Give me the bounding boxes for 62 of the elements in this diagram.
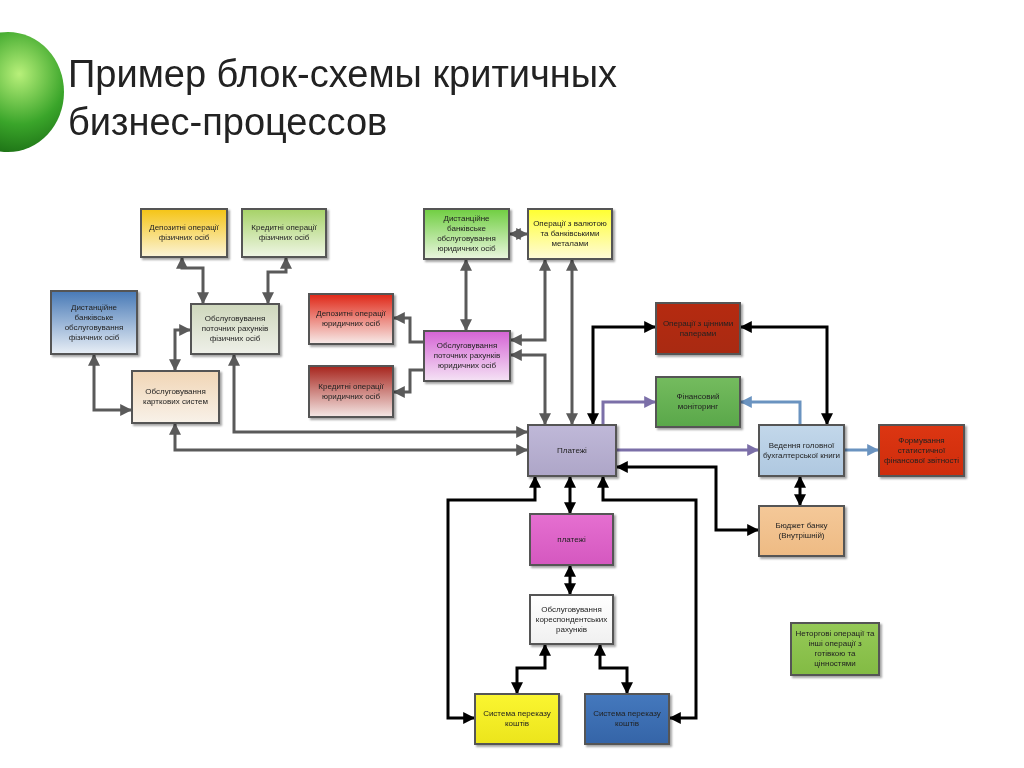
process-box [308, 293, 394, 345]
process-box [527, 424, 617, 477]
process-box [655, 302, 741, 355]
connector-arrow [794, 475, 806, 507]
process-box [131, 370, 220, 424]
connector-arrow [587, 321, 657, 426]
slide-title: Пример блок-схемы критичных бизнес-процессов [68, 52, 619, 145]
connector-arrow [564, 564, 576, 596]
process-box [790, 622, 880, 676]
box-label: Дистанційне банківське обслуговування юридичних осіб [436, 214, 497, 254]
process-box [241, 208, 327, 258]
process-box [474, 693, 560, 745]
connector-arrow [446, 475, 541, 724]
connector-arrow [176, 256, 209, 305]
box-label: Обслуговування карткових систем [141, 387, 209, 407]
box-label: Кредитні операції юридичних осіб [317, 381, 385, 402]
connector-arrow [460, 258, 472, 332]
connector-arrow [594, 643, 633, 695]
connector-arrow [511, 643, 551, 695]
box-label: Депозитні операції фізичних осіб [148, 223, 220, 243]
process-box [50, 290, 138, 355]
process-box [423, 330, 511, 382]
process-box [190, 303, 280, 355]
box-label: Операції з валютою та банківськими металами [532, 219, 608, 249]
connector-arrow [617, 444, 760, 456]
box-label: Бюджет банку (Внутрішній) [774, 521, 829, 541]
box-label: Система переказу коштів [592, 709, 662, 729]
box-label: Депозитні операції юридичних осіб [315, 309, 387, 329]
box-label: Кредитні операції фізичних осіб [250, 223, 318, 243]
box-label: Обслуговування поточних рахунків фізичних осіб [200, 314, 270, 344]
process-box [655, 376, 741, 428]
box-label: Формування статистичної фінансової звітності [883, 435, 960, 466]
connector-arrow [228, 353, 529, 438]
box-label: платежі [557, 534, 586, 545]
connector-arrow [564, 475, 576, 515]
box-label: Обслуговування кореспондентських рахунків [534, 604, 609, 635]
box-label: Фінансовий моніторинг [675, 392, 721, 412]
connector-arrow [601, 396, 657, 424]
box-label: Операції з цінними паперами [661, 318, 735, 339]
connector-arrow [845, 444, 880, 456]
process-box [529, 513, 614, 566]
box-label: Дистанційне банківське обслуговування фізичних осіб [63, 302, 125, 343]
process-box [758, 505, 845, 557]
process-box [584, 693, 670, 745]
connector-arrow [169, 324, 192, 372]
box-label: Платежі [557, 445, 587, 456]
process-box [423, 208, 510, 260]
process-box [758, 424, 845, 477]
connector-arrow [262, 256, 292, 305]
process-box [140, 208, 228, 258]
connector-arrow [169, 422, 529, 456]
connector-arrow [597, 475, 698, 724]
process-box [527, 208, 613, 260]
connector-arrow [88, 353, 133, 416]
box-label: Система переказу коштів [482, 709, 552, 729]
connector-arrow [566, 258, 578, 426]
box-label: Ведення головної бухгалтерської книги [762, 440, 841, 461]
process-box [878, 424, 965, 477]
box-label: Обслуговування поточних рахунків юридичних осіб [432, 341, 502, 371]
process-box [529, 594, 614, 645]
box-label: Неторгові операції та інші операції з готівкою та цінностями [794, 629, 876, 669]
process-box [308, 365, 394, 418]
